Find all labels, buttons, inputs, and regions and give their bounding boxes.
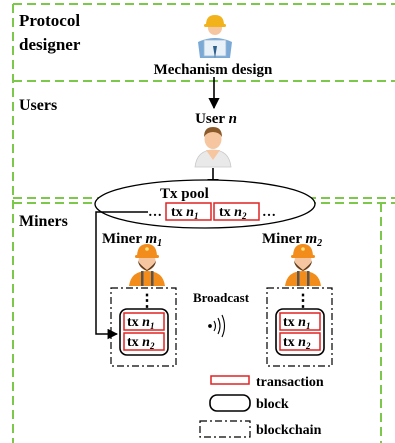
- legend-transaction-swatch: [210, 375, 250, 385]
- legend: transaction block blockchain: [199, 375, 324, 438]
- engineer-icon: [198, 15, 232, 58]
- blockchain-1: [110, 287, 177, 367]
- broadcast-waves-icon: [208, 314, 226, 338]
- blockchain-1-vdots: ⋮: [139, 291, 156, 310]
- user-label: User n: [195, 111, 237, 127]
- section-title-protocol-designer-line2: designer: [19, 35, 81, 54]
- pool-transaction-2: [213, 202, 260, 221]
- miner-icon: [285, 244, 321, 286]
- block-1-tx-2: [123, 332, 165, 351]
- blockchain-2: [266, 287, 333, 367]
- broadcast-label: Broadcast: [193, 290, 250, 305]
- block-1-tx-1-label: tx n1: [127, 315, 154, 331]
- tx-pool-label: Tx pool: [160, 186, 209, 202]
- legend-blockchain-swatch: [199, 420, 251, 438]
- legend-block-label: block: [256, 397, 289, 412]
- miner-1-label: Miner m1: [102, 231, 162, 249]
- block-2-tx-2: [279, 332, 321, 351]
- miner-icon: [129, 244, 165, 286]
- arrow-pool-to-block: [95, 211, 148, 340]
- block-2-tx-1: [279, 312, 321, 331]
- blockchain-2-vdots: ⋮: [295, 291, 312, 310]
- pool-transaction-1: [165, 202, 212, 221]
- miner-2-label: Miner m2: [262, 231, 322, 249]
- pool-ellipsis-left: …: [148, 205, 162, 220]
- legend-block-swatch: [209, 394, 251, 412]
- section-title-protocol-designer-line1: Protocol: [19, 11, 80, 30]
- section-title-users: Users: [19, 97, 57, 114]
- legend-transaction-label: transaction: [256, 375, 324, 390]
- block-1-tx-2-label: tx n2: [127, 335, 155, 351]
- pool-transaction-2-label: tx n2: [219, 205, 247, 221]
- pool-ellipsis-right: …: [262, 205, 276, 220]
- block-1-tx-1: [123, 312, 165, 331]
- block-2-tx-1-label: tx n1: [283, 315, 310, 331]
- section-title-miners: Miners: [19, 213, 68, 230]
- legend-blockchain-label: blockchain: [256, 423, 322, 438]
- block-2-tx-2-label: tx n2: [283, 335, 311, 351]
- pool-transaction-1-label: tx n1: [171, 205, 198, 221]
- mechanism-design-label: Mechanism design: [154, 62, 273, 78]
- user-avatar-icon: [194, 127, 232, 168]
